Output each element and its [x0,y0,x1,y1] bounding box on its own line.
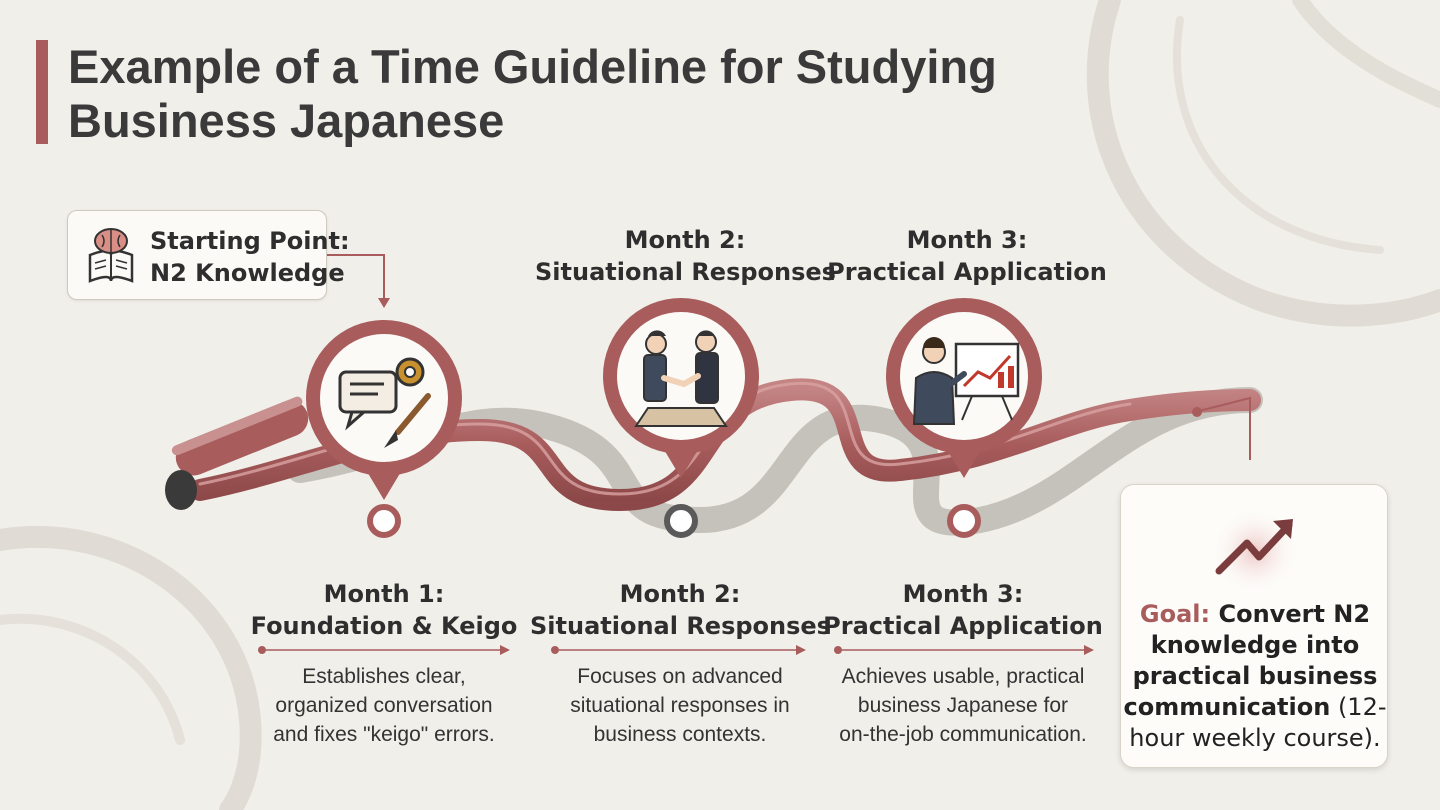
page-title: Example of a Time Guideline for Studying… [68,40,1068,148]
presentation-icon [912,337,1020,425]
pin-month-3 [886,298,1042,478]
goal-line-4-bold: communication [1123,693,1331,721]
goal-connector [1194,396,1251,460]
stage-description-line: and fixes "keigo" errors. [273,723,495,746]
stage-description-line: situational responses in [570,694,790,717]
milestone-marker [664,504,698,538]
stage-description-line: Achieves usable, practical [841,665,1085,688]
top-label-month-2: Month 2: Situational Responses [535,224,836,288]
stage-description-line: organized conversation [275,694,493,717]
stage-description-line: business contexts. [593,723,767,746]
stage-description-month-3: Achieves usable, practical business Japa… [813,662,1113,749]
title-accent-bar [36,40,48,144]
starting-point-line-1: Starting Point: [150,227,350,255]
stage-title-line-1: Month 2: [619,580,741,608]
stage-title-month-3: Month 3: Practical Application [813,578,1113,642]
scroll-roller-icon [165,396,309,510]
trend-up-arrow-icon [1211,503,1299,589]
stage-title-month-2: Month 2: Situational Responses [530,578,831,642]
stage-divider [551,645,806,655]
starting-point-line-2: N2 Knowledge [150,259,345,287]
goal-line-5: hour weekly course). [1129,724,1381,752]
stage-title-month-1: Month 1: Foundation & Keigo [234,578,534,642]
goal-callout: Goal: Convert N2 knowledge into practica… [1120,484,1388,768]
goal-line-2: knowledge into [1150,631,1360,659]
stage-divider [834,645,1094,655]
goal-line-1-text: Convert N2 [1210,600,1371,628]
stage-description-month-2: Focuses on advanced situational response… [530,662,830,749]
gray-path-shadow [287,387,1263,536]
starting-point-text: Starting Point: N2 Knowledge [150,225,350,289]
top-label-line-2: Situational Responses [535,258,836,286]
pin-month-1 [306,320,462,500]
top-label-line-1: Month 3: [906,226,1028,254]
stage-title-line-1: Month 1: [323,580,445,608]
pin-month-2 [603,298,759,478]
top-label-line-1: Month 2: [624,226,746,254]
stage-title-line-1: Month 3: [902,580,1024,608]
handshake-icon [634,330,728,427]
goal-line-4-text: (12- [1330,693,1387,721]
stage-title-line-2: Situational Responses [530,612,831,640]
brain-book-icon [88,228,134,283]
stage-title-line-2: Practical Application [823,612,1103,640]
goal-line-1: Goal: Convert N2 [1121,599,1389,630]
stage-description-line: Focuses on advanced [577,665,783,688]
stage-description-line: business Japanese for [857,694,1069,717]
start-connector [327,254,385,300]
starting-point-callout: Starting Point: N2 Knowledge [67,210,350,300]
page-title-line-2: Business Japanese [68,94,505,147]
chat-gear-brush-icon [338,357,431,448]
milestone-marker [367,504,401,538]
stage-divider [258,645,510,655]
page-title-line-1: Example of a Time Guideline for Studying [68,40,997,93]
goal-line-3: practical business [1132,662,1378,690]
goal-label: Goal: [1139,600,1211,628]
ink-circle-decoration [1086,0,1440,327]
stage-description-line: Establishes clear, [302,665,466,688]
ink-circle-decoration-left [0,525,262,810]
goal-line-4: communication (12- [1121,692,1389,723]
stage-title-line-2: Foundation & Keigo [250,612,518,640]
goal-text: Goal: Convert N2 knowledge into practica… [1121,599,1389,754]
top-label-line-2: Practical Application [827,258,1107,286]
top-label-month-3: Month 3: Practical Application [817,224,1117,288]
milestone-marker [947,504,981,538]
stage-description-line: on-the-job communication. [839,723,1087,746]
stage-description-month-1: Establishes clear, organized conversatio… [234,662,534,749]
